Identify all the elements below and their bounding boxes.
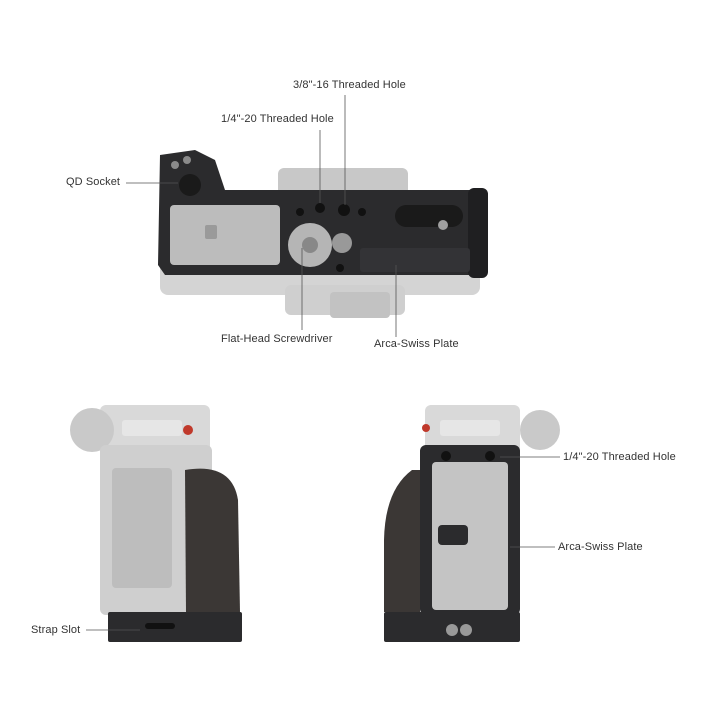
label-arca-swiss-plate-side: Arca-Swiss Plate	[558, 541, 643, 553]
label-3-8-threaded-hole: 3/8"-16 Threaded Hole	[293, 79, 406, 91]
top-view-leader-lines	[126, 95, 397, 337]
label-arca-swiss-plate-top: Arca-Swiss Plate	[374, 338, 459, 350]
label-qd-socket: QD Socket	[66, 176, 121, 188]
label-flat-head-screwdriver: Flat-Head Screwdriver	[221, 333, 333, 345]
top-view-camera	[158, 150, 488, 318]
label-strap-slot: Strap Slot	[31, 624, 81, 636]
right-side-view	[384, 405, 560, 642]
label-1-4-threaded-hole-top: 1/4"-20 Threaded Hole	[221, 113, 334, 125]
left-side-view	[70, 405, 242, 642]
right-view-leader-lines	[500, 456, 560, 548]
label-1-4-threaded-hole-side: 1/4"-20 Threaded Hole	[563, 451, 676, 463]
